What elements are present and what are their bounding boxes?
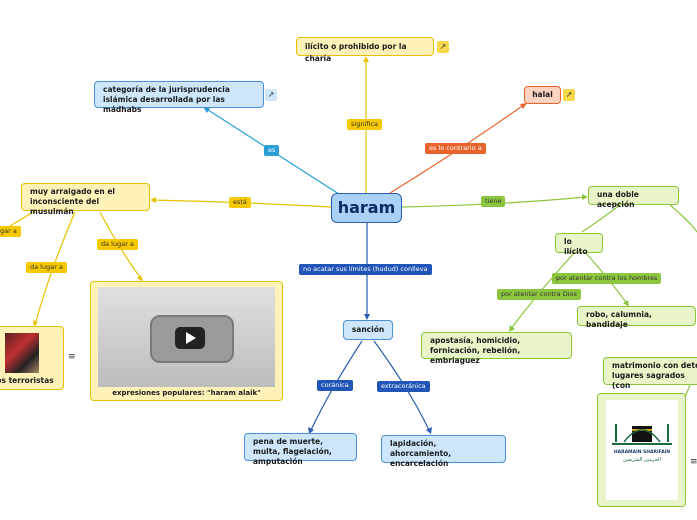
- edge-double-right: [669, 204, 697, 233]
- link-icon[interactable]: ↗: [563, 89, 575, 101]
- node-quranic-penalties[interactable]: pena de muerte, multa, flagelación, ampu…: [244, 433, 357, 466]
- node-category[interactable]: categoría de la jurisprudencia islámica …: [94, 81, 264, 114]
- label-extracoranica: extracoránica: [377, 381, 430, 392]
- central-topic[interactable]: haram: [331, 193, 402, 223]
- list-icon[interactable]: ≡: [690, 457, 697, 467]
- label-es: es: [264, 145, 280, 156]
- label-da-lugar-a: gar a: [0, 226, 21, 237]
- label-contrario: es lo contrario a: [425, 143, 486, 154]
- edge-double-illicit: [581, 204, 621, 233]
- label-contra-hombres: por atentar contra los hombres: [552, 273, 662, 284]
- list-icon[interactable]: ≡: [68, 352, 76, 362]
- node-definition[interactable]: ilícito o prohibido por la charía: [296, 37, 434, 63]
- logo-image: HARAMAIN SHARIFAIN الحرمين الشريفين: [606, 400, 678, 500]
- logo-text-en: HARAMAIN SHARIFAIN: [613, 450, 671, 455]
- kaaba-logo: [612, 424, 672, 445]
- node-video[interactable]: expresiones populares: "haram alaik": [90, 281, 283, 401]
- label-contra-dios: por atentar contra Dios: [497, 289, 581, 300]
- node-double-meaning[interactable]: una doble acepción: [588, 186, 679, 209]
- node-apostasy[interactable]: apostasía, homicidio, fornicación, rebel…: [421, 332, 572, 365]
- label-da-lugar-a: da lugar a: [26, 262, 67, 273]
- label-da-lugar-a: da lugar a: [97, 239, 138, 250]
- play-button[interactable]: [175, 327, 205, 349]
- logo-text-ar: الحرمين الشريفين: [623, 457, 661, 463]
- link-icon[interactable]: ↗: [437, 41, 449, 53]
- link-icon[interactable]: ↗: [265, 89, 277, 101]
- label-significa: significa: [347, 119, 382, 130]
- node-logo[interactable]: HARAMAIN SHARIFAIN الحرمين الشريفين: [597, 393, 686, 507]
- node-illicit[interactable]: lo ilícito: [555, 233, 603, 256]
- node-marriage[interactable]: matrimonio con deter lugares sagrados (c…: [603, 357, 697, 390]
- video-player-frame: [150, 315, 234, 363]
- video-thumbnail[interactable]: [98, 287, 275, 387]
- node-halal[interactable]: halal: [524, 86, 561, 104]
- groups-caption: pos terroristas: [0, 376, 54, 385]
- node-robbery[interactable]: robo, calumnia, bandidaje: [577, 306, 696, 329]
- label-coranica: coránica: [317, 380, 353, 391]
- play-icon: [186, 332, 196, 344]
- node-rooted[interactable]: muy arraigado en el inconsciente del mus…: [21, 183, 150, 216]
- node-groups[interactable]: pos terroristas: [0, 326, 64, 390]
- node-sanction[interactable]: sanción: [343, 320, 393, 340]
- node-extra-penalties[interactable]: lapidación, ahorcamiento, encarcelación: [381, 435, 506, 468]
- video-caption: expresiones populares: "haram alaik": [112, 389, 261, 397]
- label-tiene: tiene: [481, 196, 506, 207]
- label-no-acatar: no acatar sus límites (hudud) conlleva: [299, 264, 432, 275]
- groups-image: [5, 333, 39, 373]
- label-esta: está: [229, 197, 251, 208]
